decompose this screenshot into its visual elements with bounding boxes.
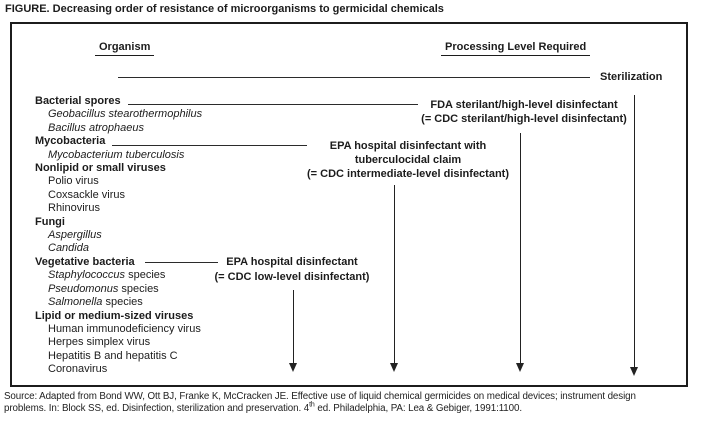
organism-category-bacterial-spores: Bacterial spores: [35, 95, 121, 107]
down-arrow-low-level: [289, 290, 298, 372]
organism-item: Bacillus atrophaeus: [48, 121, 145, 134]
organism-item: Coronavirus: [48, 363, 108, 376]
organism-category-fungi: Fungi: [35, 215, 65, 228]
figure-title: FIGURE. Decreasing order of resistance o…: [5, 3, 444, 15]
organism-list: Bacterial spores Geobacillus stearotherm…: [35, 95, 202, 377]
arrowhead-icon: [390, 363, 398, 372]
arrowhead-icon: [516, 363, 524, 372]
down-arrow-intermediate-level: [390, 185, 399, 372]
organism-item: Pseudomonus species: [48, 282, 159, 295]
organism-item: Herpes simplex virus: [48, 336, 151, 349]
epa-tuberculocidal-label-block: EPA hospital disinfectant with tuberculo…: [306, 140, 510, 180]
organism-column-header: Organism: [95, 41, 155, 56]
arrowhead-icon: [630, 367, 638, 376]
organism-category-vegetative-bacteria: Vegetative bacteria: [35, 255, 135, 268]
organism-item: Candida: [48, 242, 89, 255]
organism-item: Polio virus: [48, 175, 99, 188]
bacterial-spores-connector-line: [128, 104, 418, 105]
organism-item: Staphylococcus species: [48, 269, 166, 282]
organism-category-lipid-medium-viruses: Lipid or medium-sized viruses: [35, 309, 194, 322]
arrowhead-icon: [289, 363, 297, 372]
organism-item: Hepatitis B and hepatitis C: [48, 349, 178, 362]
organism-item: Rhinovirus: [48, 202, 100, 215]
down-arrow-sterilization: [630, 95, 639, 376]
organism-item: Aspergillus: [48, 229, 102, 242]
fda-sterilant-label-block: FDA sterilant/high-level disinfectant (=…: [421, 99, 627, 125]
source-line-1: Source: Adapted from Bond WW, Ott BJ, Fr…: [4, 391, 636, 402]
mycobacteria-connector-line: [112, 145, 307, 146]
figure-border-box: Organism Processing Level Required Steri…: [10, 22, 688, 387]
organism-category-nonlipid-small-viruses: Nonlipid or small viruses: [35, 162, 166, 175]
source-line-2: problems. In: Block SS, ed. Disinfection…: [4, 402, 522, 415]
sterilization-connector-line: [118, 77, 590, 78]
down-arrow-high-level: [516, 133, 525, 372]
source-citation: Source: Adapted from Bond WW, Ott BJ, Fr…: [4, 391, 636, 416]
vegetative-bacteria-connector-line: [145, 262, 218, 263]
epa-low-level-label-block: EPA hospital disinfectant (= CDC low-lev…: [214, 256, 370, 283]
organism-item: Geobacillus stearothermophilus: [48, 108, 203, 121]
sterilization-label: Sterilization: [600, 71, 663, 83]
processing-column-header: Processing Level Required: [441, 41, 591, 56]
organism-item: Salmonella species: [48, 296, 143, 309]
organism-category-mycobacteria: Mycobacteria: [35, 135, 106, 148]
organism-item: Mycobacterium tuberculosis: [48, 148, 185, 161]
organism-item: Coxsackle virus: [48, 188, 126, 201]
organism-item: Human immunodeficiency virus: [48, 322, 201, 335]
